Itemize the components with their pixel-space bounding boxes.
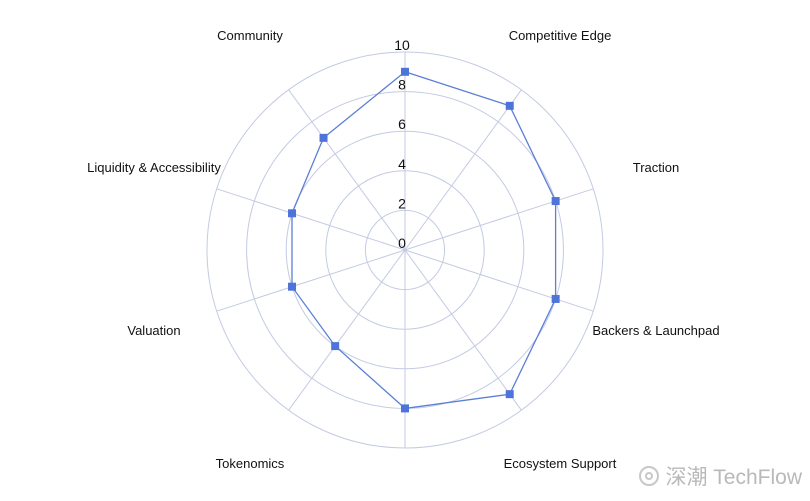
techflow-logo-icon [639,466,660,486]
grid-spoke [288,249,406,411]
label-valuation: Valuation [127,323,180,338]
grid-spoke [404,89,522,251]
data-point [551,294,560,303]
watermark-text: 深潮 TechFlow [665,466,802,489]
watermark: 深潮 TechFlow [639,461,802,491]
data-point [288,282,297,291]
label-community: Community [217,28,283,43]
label-backers-launchpad: Backers & Launchpad [592,323,719,338]
data-point [331,342,340,351]
data-point [401,404,409,413]
grid-spoke [404,249,522,411]
grid-spoke [216,249,406,312]
label-traction: Traction [633,160,679,175]
label-ecosystem-support: Ecosystem Support [504,456,617,471]
data-point [288,209,297,218]
category-labels: Community Competitive EdgeTractionBackers… [87,28,719,471]
tick-label: 2 [398,195,406,211]
tick-label: 6 [398,116,406,132]
radial-tick-labels: 0 2 4 6 8 10 [394,37,410,251]
radar-series [288,67,560,413]
label-tokenomics: Tokenomics [216,456,285,471]
tick-label: 8 [398,77,406,93]
data-point [319,133,328,142]
grid-spoke [404,188,594,251]
data-point [401,67,409,76]
label-competitive-edge: Competitive Edge [509,28,612,43]
data-point [505,390,514,399]
grid-spoke [404,249,594,312]
data-point [551,197,560,206]
data-point [505,101,514,110]
label-liquidity-accessibility: Liquidity & Accessibility [87,160,221,175]
grid-spoke [216,188,406,251]
tick-label: 0 [398,235,406,251]
grid-spoke [288,89,406,251]
tick-label: 4 [398,156,406,172]
tick-label: 10 [394,37,410,53]
series-line [291,71,557,410]
